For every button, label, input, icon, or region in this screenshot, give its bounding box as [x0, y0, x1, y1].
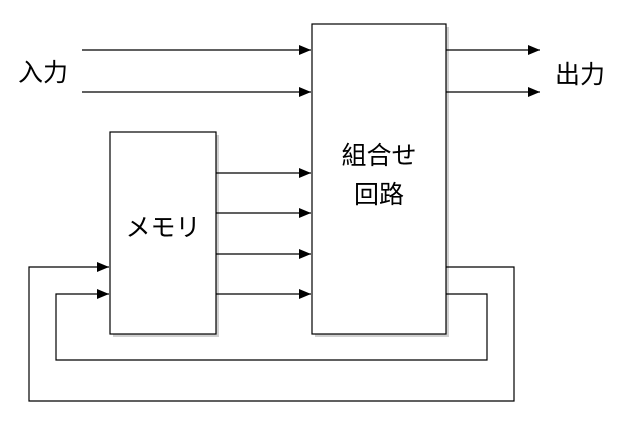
memory-box [109, 131, 217, 335]
feedback-loop-outer [28, 262, 515, 402]
input-label: 入力 [18, 58, 68, 87]
combinational-label-line2: 回路 [354, 180, 404, 209]
combinational-label-line1: 組合せ [341, 141, 416, 170]
memory-label: メモリ [125, 213, 200, 242]
combinational-circuit-box [311, 23, 447, 335]
feedback-loop-inner [55, 289, 488, 361]
output-label: 出力 [555, 60, 605, 89]
